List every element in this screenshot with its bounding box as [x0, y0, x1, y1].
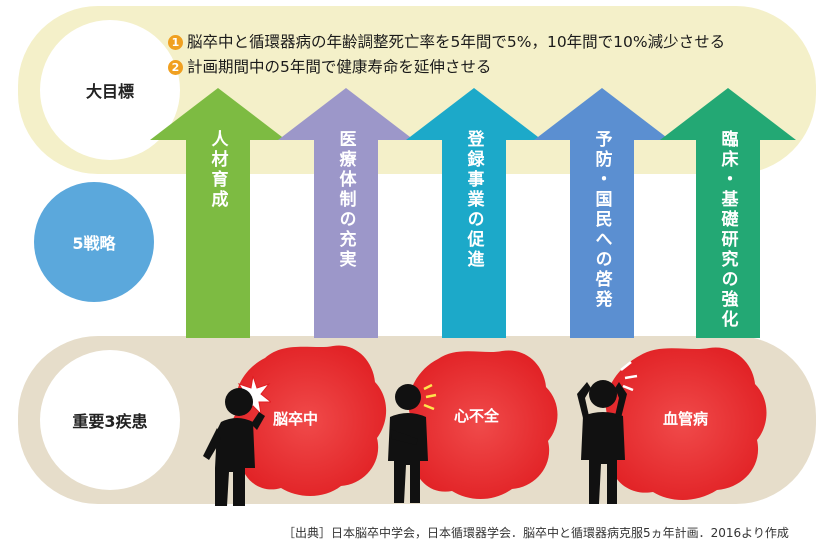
- goal-item-2: 2 計画期間中の5年間で健康寿命を延伸させる: [168, 55, 725, 80]
- strategy-circle: 5戦略: [34, 182, 154, 302]
- disease-circle: 重要3疾患: [40, 350, 180, 490]
- strategy-arrow-label-2: 医療体制の充実: [335, 130, 356, 270]
- disease-vascular: 血管病: [575, 340, 775, 505]
- disease-stroke: 脳卒中: [203, 338, 395, 506]
- strategy-arrow-label-5: 臨床・基礎研究の強化: [717, 130, 738, 330]
- strategy-arrow-2: 医療体制の充実: [278, 88, 414, 338]
- goal-item-1: 1 脳卒中と循環器病の年齢調整死亡率を5年間で5%，10年間で10%減少させる: [168, 30, 725, 55]
- strategy-arrow-3: 登録事業の促進: [406, 88, 542, 338]
- arrow-shape-1: [150, 88, 286, 338]
- arrow-shape-3: [406, 88, 542, 338]
- disease-label-1: 脳卒中: [273, 410, 319, 428]
- source-citation: ［出典］日本脳卒中学会，日本循環器学会．脳卒中と循環器病克服5ヵ年計画．2016…: [283, 526, 789, 540]
- disease-label: 重要3疾患: [72, 412, 148, 431]
- goal-number-1: 1: [168, 35, 183, 50]
- burst-blob: [599, 347, 767, 500]
- strategy-arrow-label-3: 登録事業の促進: [463, 130, 484, 270]
- arrow-shape-2: [278, 88, 414, 338]
- strategy-arrow-label-4: 予防・国民への啓発: [591, 130, 612, 310]
- burst-blob: [402, 350, 558, 499]
- strategy-arrow-label-1: 人材育成: [207, 130, 228, 210]
- goal-list: 1 脳卒中と循環器病の年齢調整死亡率を5年間で5%，10年間で10%減少させる …: [168, 30, 725, 80]
- strategy-arrow-4: 予防・国民への啓発: [534, 88, 670, 338]
- strategy-label: 5戦略: [72, 234, 116, 253]
- strategy-arrow-5: 臨床・基礎研究の強化: [660, 88, 796, 338]
- disease-heart-failure: 心不全: [380, 345, 565, 505]
- strategy-arrow-1: 人材育成: [150, 88, 286, 338]
- disease-label-3: 血管病: [663, 410, 709, 428]
- burst-blob: [229, 345, 387, 496]
- holding-head-icon: [577, 361, 638, 504]
- disease-label-2: 心不全: [454, 407, 500, 425]
- head-pain-icon: [203, 375, 271, 506]
- goal-text-1: 脳卒中と循環器病の年齢調整死亡率を5年間で5%，10年間で10%減少させる: [187, 33, 726, 51]
- arrow-shape-5: [660, 88, 796, 338]
- goal-number-2: 2: [168, 60, 183, 75]
- goal-text-2: 計画期間中の5年間で健康寿命を延伸させる: [187, 58, 492, 76]
- chest-pain-icon: [388, 383, 437, 503]
- arrow-shape-4: [534, 88, 670, 338]
- goal-label: 大目標: [85, 82, 134, 101]
